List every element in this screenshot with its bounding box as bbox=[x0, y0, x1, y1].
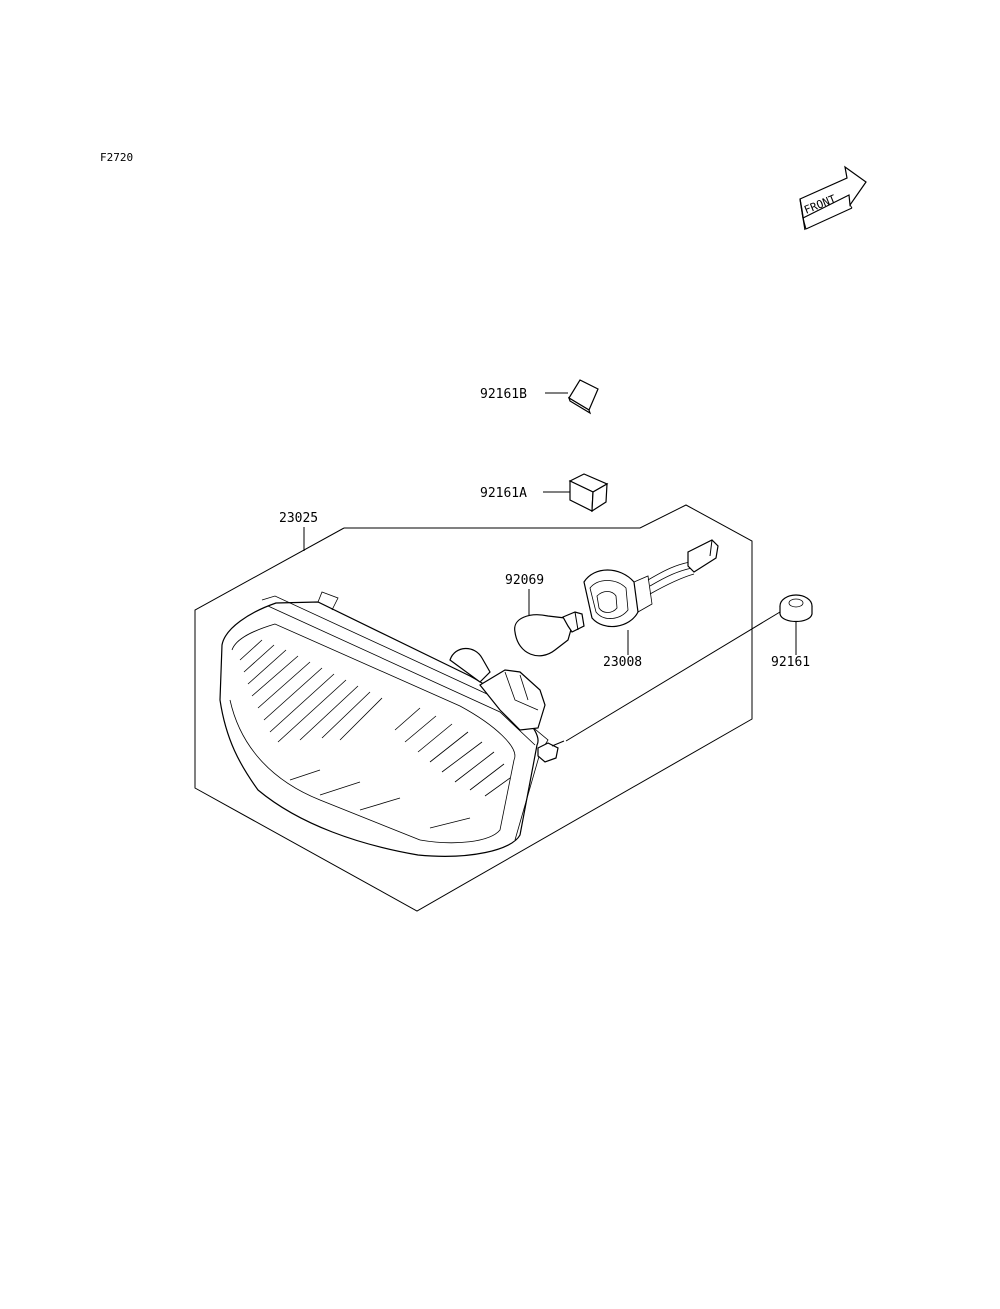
part-label-92161a: 92161A bbox=[480, 486, 527, 501]
figure-code: F2720 bbox=[100, 151, 133, 164]
socket-23008 bbox=[583, 539, 719, 628]
front-arrow-icon: FRONT bbox=[799, 165, 867, 231]
bulb-92069 bbox=[514, 611, 585, 657]
part-label-92069: 92069 bbox=[505, 573, 544, 588]
leader-stud-grommet bbox=[565, 611, 781, 742]
part-label-23025: 23025 bbox=[279, 511, 318, 526]
tail-lamp-housing bbox=[219, 591, 565, 857]
assembly-outline bbox=[194, 504, 753, 912]
grommet-92161 bbox=[779, 594, 813, 623]
part-label-92161b: 92161B bbox=[480, 387, 527, 402]
part-label-23008: 23008 bbox=[603, 655, 642, 670]
part-label-92161: 92161 bbox=[771, 655, 810, 670]
block-92161a bbox=[568, 473, 609, 513]
pad-92161b bbox=[567, 379, 599, 415]
